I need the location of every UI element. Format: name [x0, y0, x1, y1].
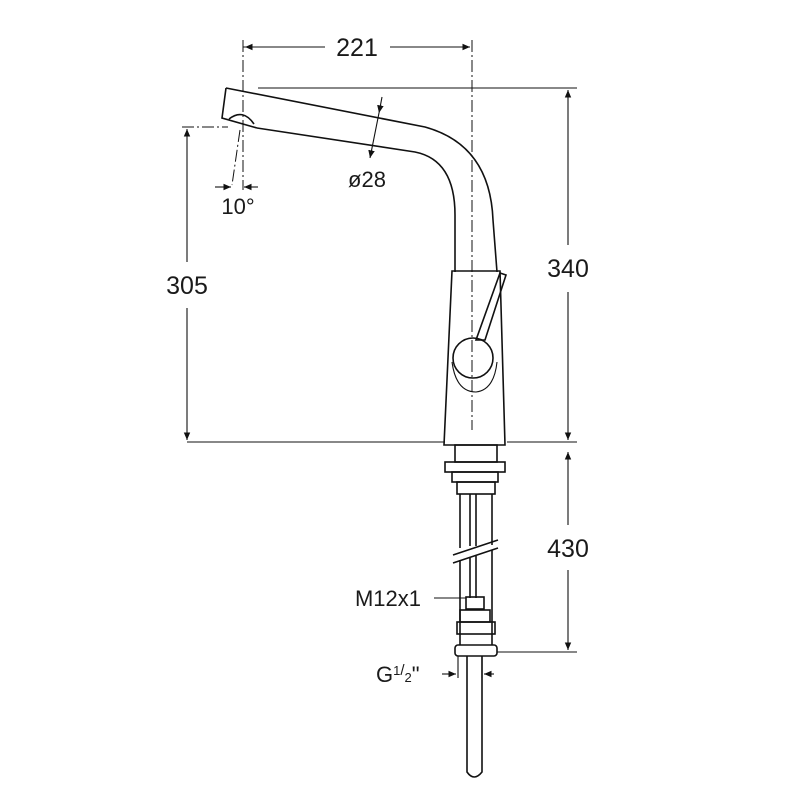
mounting-shank: [444, 444, 506, 778]
connection-callout: G1/2": [376, 656, 494, 687]
total-height-label: 340: [547, 255, 589, 283]
reach-label: 221: [336, 34, 378, 62]
dimension-reach: 221: [243, 34, 470, 62]
dimension-angle: 10°: [215, 183, 258, 219]
outlet-height-label: 305: [166, 272, 208, 300]
dimension-shank-length: 430: [497, 452, 589, 653]
thread-callout: M12x1: [355, 586, 466, 611]
spout: [221, 87, 498, 273]
connection-label: G1/2": [376, 662, 420, 687]
shank-length-label: 430: [547, 535, 589, 563]
faucet-body: [443, 270, 508, 446]
dimension-diameter: ø28: [348, 96, 386, 192]
diameter-label: ø28: [348, 167, 386, 192]
angle-label: 10°: [221, 194, 254, 219]
dimension-outlet-height: 305: [166, 129, 445, 443]
thread-label: M12x1: [355, 586, 421, 611]
lever-handle: [474, 271, 508, 341]
center-lines: [182, 40, 473, 430]
dimension-total-height: 340: [258, 87, 589, 443]
